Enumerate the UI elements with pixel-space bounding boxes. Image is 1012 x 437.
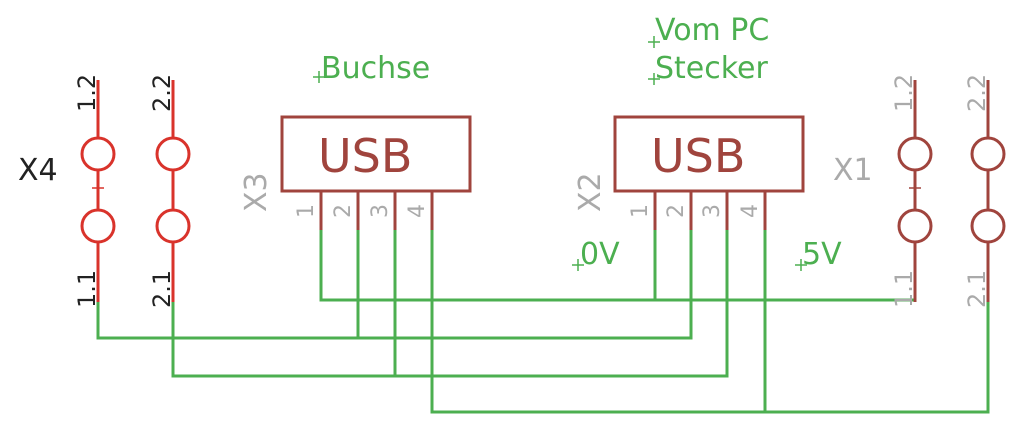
x4-pin-1-2-circle	[80, 136, 116, 172]
x3-pin-label-1: 1	[294, 204, 319, 218]
x2-usb-body	[613, 115, 805, 193]
x2-pin-label-4: 4	[738, 204, 763, 218]
x4-pin-label-1-2: 1.2	[73, 74, 101, 112]
x4-pin-label-2-2: 2.2	[148, 74, 176, 112]
x4-pin-2-2-circle	[155, 136, 191, 172]
x3-pin-label-2: 2	[331, 204, 356, 218]
x3-pin-label-4: 4	[405, 204, 430, 218]
connector-x3-usb[interactable]: USB X3 1 2 3 4	[239, 115, 472, 230]
x2-pin-label-2: 2	[664, 204, 689, 218]
x3-pin-label-3: 3	[368, 204, 393, 218]
x1-pin-label-1-2: 1.2	[890, 74, 918, 112]
x1-pin-1-2-circle	[897, 136, 933, 172]
x1-pin-1-1-circle	[897, 208, 933, 244]
x2-usb-label: USB	[651, 129, 745, 183]
x2-pin-label-3: 3	[700, 204, 725, 218]
label-0v: 0V	[572, 237, 620, 272]
x4-designator: X4	[18, 153, 58, 188]
wire-net-vcc	[430, 228, 990, 414]
x1-pin-label-2-2: 2.2	[963, 74, 991, 112]
connector-x4[interactable]: X4 1.2 2.2 1.1 2.1	[18, 74, 191, 308]
x3-usb-body	[280, 115, 472, 193]
wire-net-data-b	[171, 228, 729, 378]
label-stecker: Stecker	[648, 51, 769, 86]
x3-usb-label: USB	[318, 129, 412, 183]
x4-pin-label-1-1: 1.1	[73, 270, 101, 308]
connector-x1[interactable]: X1 1.2 2.2 1.1 2.1	[833, 74, 1006, 308]
label-vom-pc: Vom PC	[648, 13, 769, 48]
buchse-text: Buchse	[321, 51, 430, 86]
wire-net-gnd	[319, 228, 915, 302]
x2-designator: X2	[573, 172, 608, 212]
vom-pc-text: Vom PC	[655, 13, 769, 48]
x1-pin-2-2-circle	[970, 136, 1006, 172]
label-buchse: Buchse	[313, 51, 430, 86]
zero-v-text: 0V	[580, 237, 620, 272]
x4-pin-2-1-circle	[155, 208, 191, 244]
x1-pin-2-1-circle	[970, 208, 1006, 244]
label-5v: 5V	[795, 237, 842, 272]
five-v-text: 5V	[802, 237, 842, 272]
x4-pin-1-1-circle	[80, 208, 116, 244]
x1-pin-label-2-1: 2.1	[963, 270, 991, 308]
x3-designator: X3	[239, 172, 274, 212]
x2-pin-label-1: 1	[628, 204, 653, 218]
x1-designator: X1	[833, 153, 873, 188]
x4-pin-label-2-1: 2.1	[148, 270, 176, 308]
x1-pin-label-1-1: 1.1	[890, 270, 918, 308]
connector-x2-usb[interactable]: USB X2 1 2 3 4	[573, 115, 805, 230]
stecker-text: Stecker	[655, 51, 769, 86]
